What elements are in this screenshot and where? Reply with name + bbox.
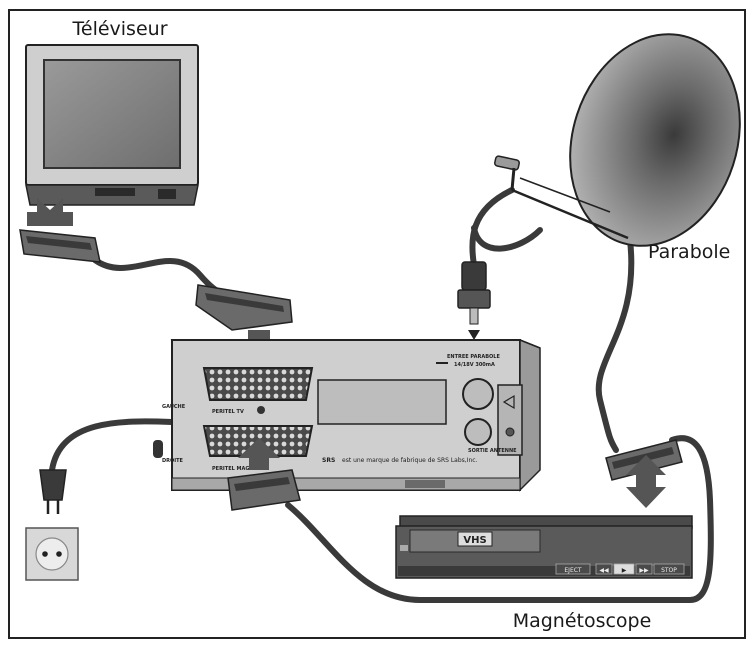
cable-vcr-scart [285, 435, 714, 603]
dish-arm-strut [519, 177, 611, 213]
f-connector-body [461, 261, 487, 291]
scart-plug-grip [205, 293, 284, 312]
receiver-vcr-scart-plug [227, 438, 301, 511]
receiver-window [317, 379, 447, 425]
rewind-label: ◀◀ [599, 567, 609, 574]
power-plug [39, 469, 67, 501]
tv-screen [43, 59, 181, 169]
tv-control [158, 189, 176, 199]
satellite-dish: Parabole [494, 33, 741, 263]
ground-screw [257, 406, 265, 414]
vhs-badge [457, 531, 493, 547]
cable-dish-feed [469, 187, 515, 268]
receiver-foot [405, 480, 445, 488]
eject-button[interactable] [555, 563, 591, 575]
scart-vcr-plug-grip [234, 477, 290, 491]
vcr-double-arrow [626, 455, 666, 508]
audio-left-label: GAUCHE [162, 404, 186, 410]
dc-symbol [436, 362, 448, 364]
audio-jack[interactable] [153, 440, 163, 458]
vhs-logo: VHS [463, 535, 486, 546]
lnb-input-socket[interactable] [462, 378, 494, 410]
cable-dish-vcr [595, 237, 635, 453]
fast-forward-label: ▶▶ [639, 567, 649, 574]
lnb-input-label: ENTREE PARABOLE [447, 354, 500, 360]
scart-tv-label: PERITEL TV [212, 409, 244, 415]
tv-double-arrow [27, 198, 73, 226]
receiver-bottom-strip [171, 477, 521, 491]
cable-dish-loop [471, 225, 543, 252]
lnb-neck [510, 167, 516, 191]
lnb-head [494, 155, 520, 171]
vcr-scart-connector [605, 439, 683, 508]
dish-arm [511, 188, 629, 240]
play-button[interactable] [613, 563, 635, 575]
vcr: VHS EJECT ◀◀ ▶ ▶▶ STOP Magnétoscope [395, 515, 693, 632]
tv-slot [95, 188, 135, 196]
power [25, 469, 79, 581]
f-connector-pin [469, 307, 479, 325]
rewind-button[interactable] [595, 563, 613, 575]
tv: Téléviseur [25, 18, 199, 206]
dish-label: Parabole [648, 241, 730, 263]
srs-trademark: est une marque de fabrique de SRS Labs,I… [342, 457, 478, 464]
tv-label: Téléviseur [72, 18, 168, 40]
receiver-side-panel [497, 384, 523, 456]
vcr-led [400, 545, 408, 551]
wall-socket-hole-right [56, 551, 62, 557]
stop-button[interactable] [653, 563, 685, 575]
fast-forward-button[interactable] [635, 563, 653, 575]
stop-label: STOP [661, 567, 677, 574]
receiver-side-screw [505, 427, 515, 437]
f-connector [457, 261, 491, 340]
play-label: ▶ [622, 567, 627, 574]
rf-output-label: SORTIE ANTENNE [468, 448, 517, 454]
receiver: PERITEL TV PERITEL MAGNETO SRS est une m… [153, 338, 541, 492]
tv-scart-connector [19, 198, 101, 263]
dish-reflector [569, 33, 741, 247]
receiver-triangle-mark [502, 394, 515, 410]
vcr-control-strip [398, 566, 690, 576]
wall-socket-face [35, 537, 69, 571]
f-connector-arrow [468, 330, 480, 340]
scart-vcr-label: PERITEL MAGNETO [212, 466, 265, 472]
receiver-side [519, 338, 541, 492]
wall-socket-hole-left [42, 551, 48, 557]
rf-output-socket[interactable] [464, 418, 492, 446]
eject-label: EJECT [564, 567, 582, 574]
srs-logo: SRS [322, 457, 335, 464]
tv-scart-plug-grip [26, 236, 92, 250]
audio-right-label: DROITE [162, 458, 184, 464]
scart-vcr-arrow [238, 438, 280, 470]
vcr-label: Magnétoscope [513, 610, 652, 632]
cable-power [49, 418, 175, 473]
f-connector-nut [457, 289, 491, 309]
lnb-power-label: 14/18V 300mA [454, 362, 495, 368]
scart-tv-socket[interactable] [202, 367, 314, 401]
